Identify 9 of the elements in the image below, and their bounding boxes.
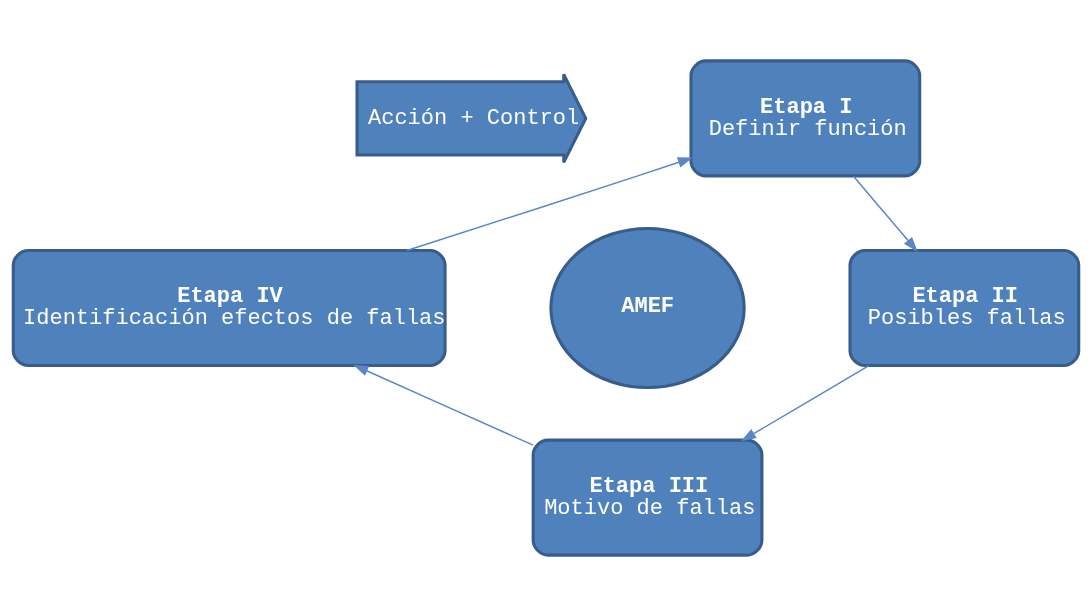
arrow [740,364,870,442]
arrow [852,175,918,252]
arrow [406,157,693,252]
node-box: Etapa II Posibles fallas [848,248,1081,368]
node-box: Etapa I Definir función [689,59,922,178]
arrow [353,364,534,446]
node-box: Etapa IV Identificación efectos de fallas [11,248,447,368]
node-box: Etapa III Motivo de fallas [531,438,764,557]
node-ellipse: AMEF [549,226,746,390]
